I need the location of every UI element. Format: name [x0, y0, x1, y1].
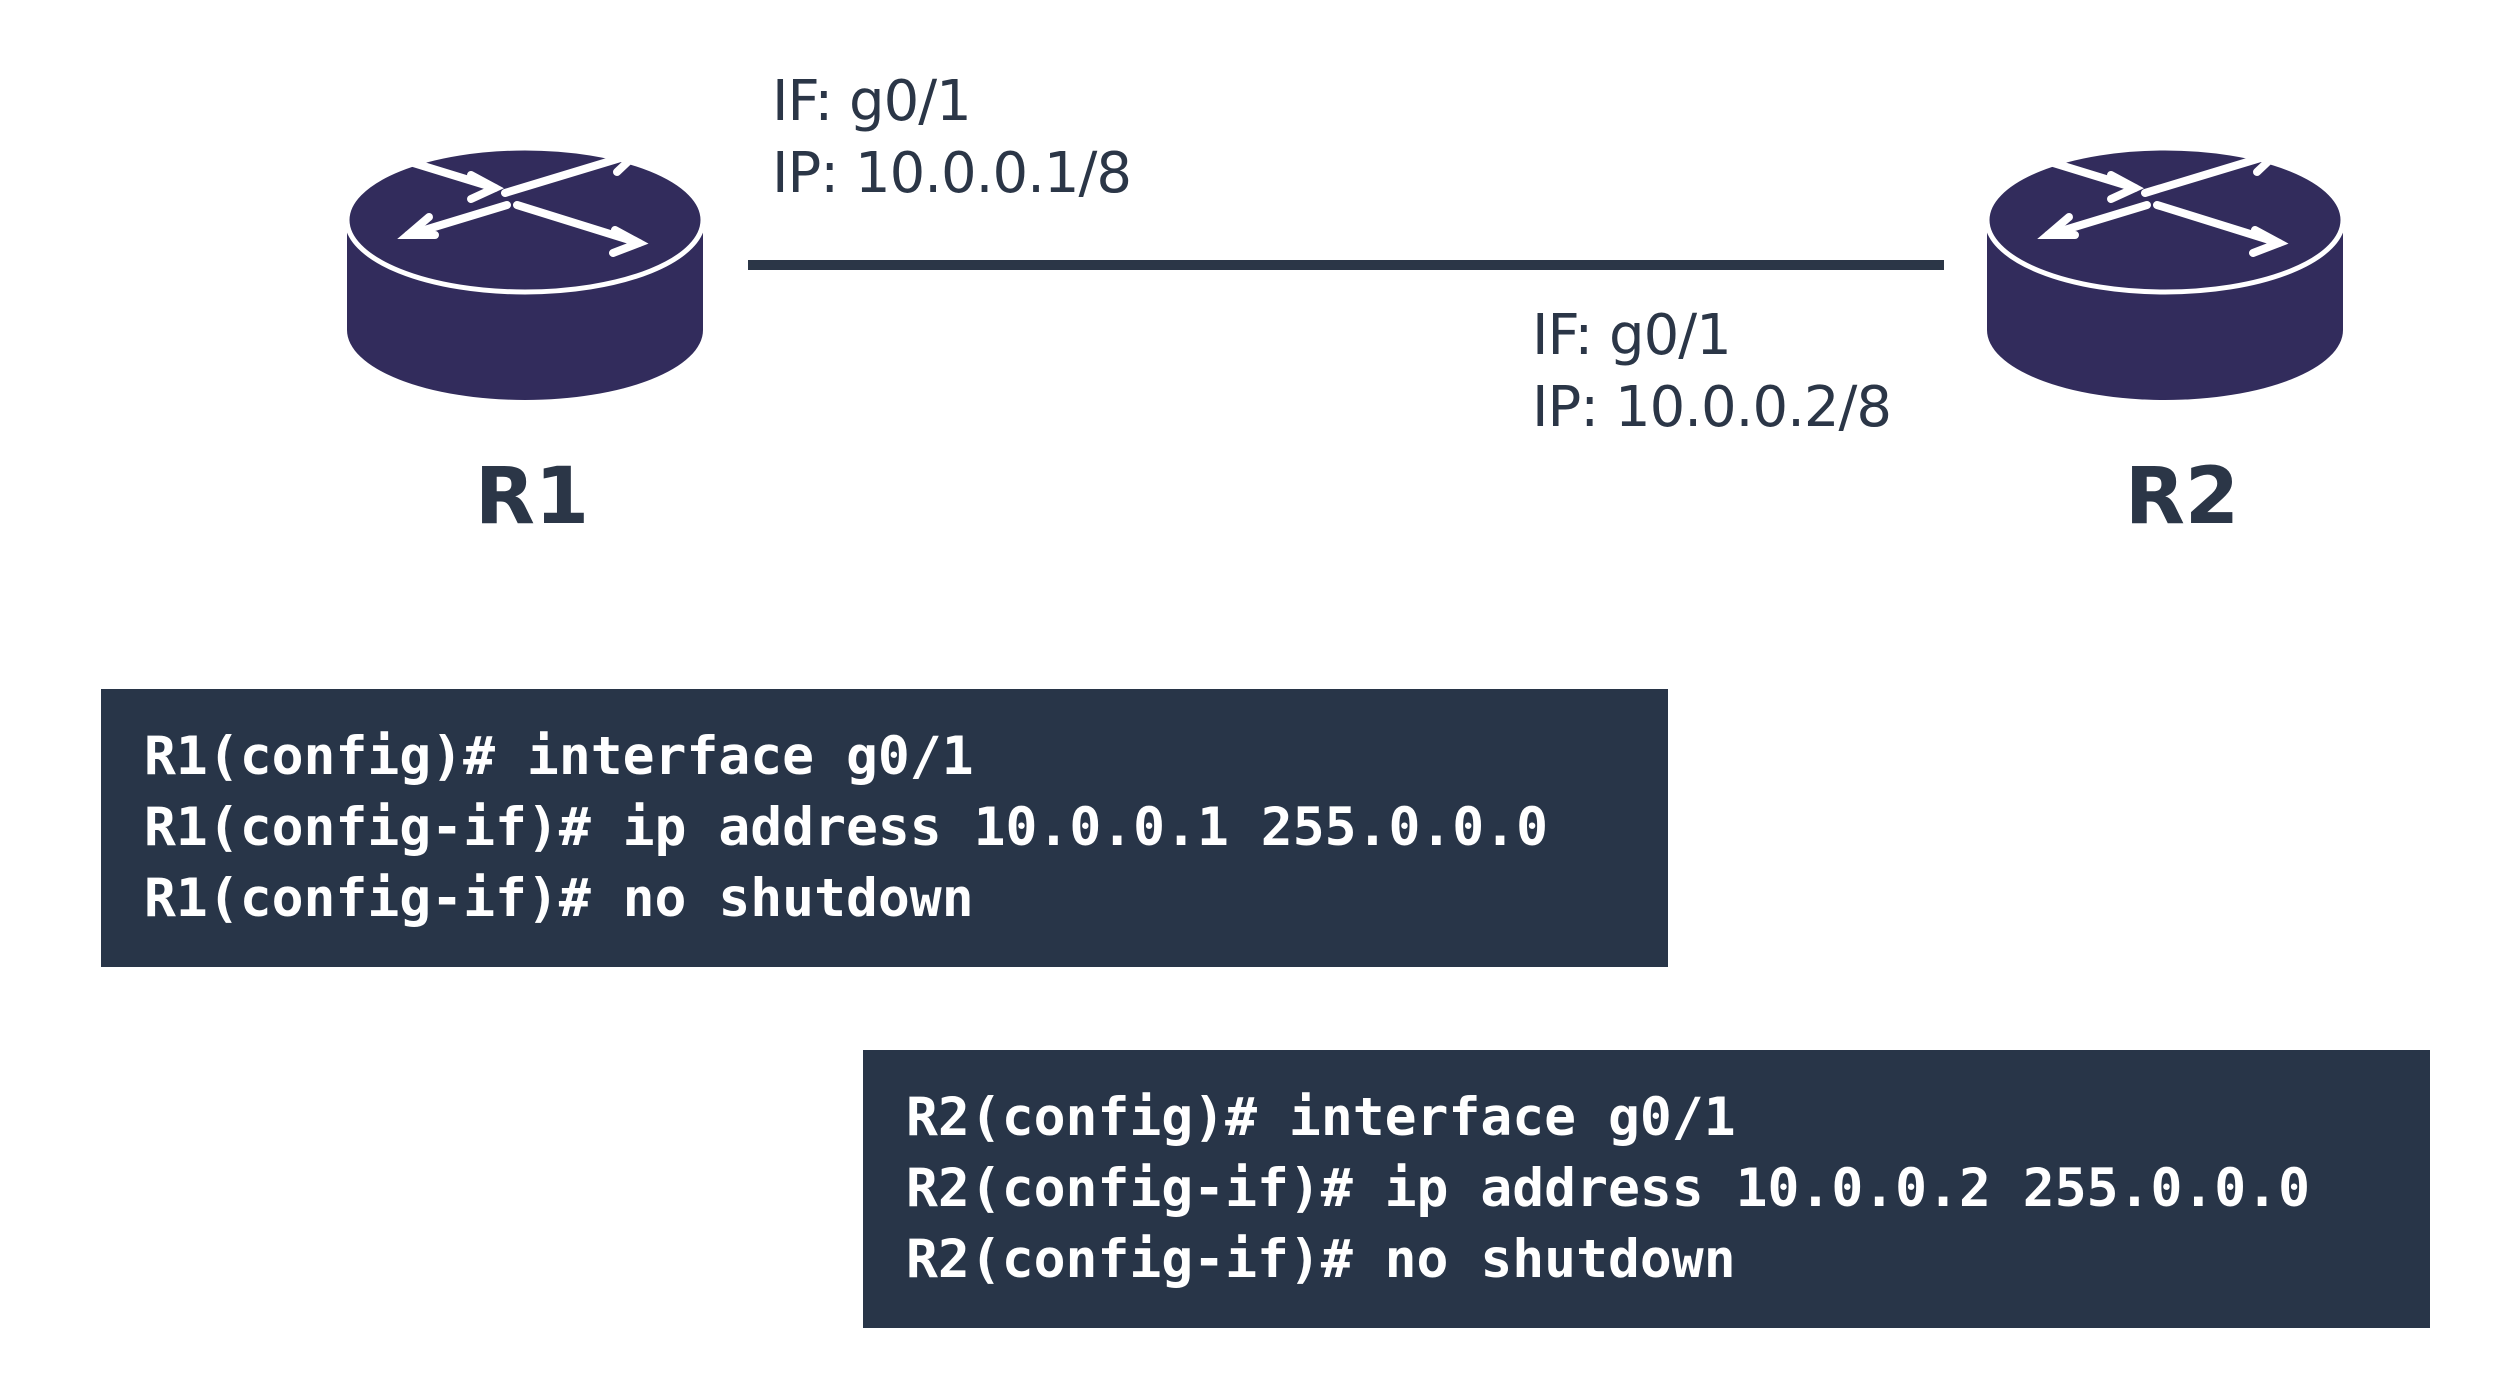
cli-line: R1(config-if)# no shutdown	[144, 868, 974, 929]
router-r2-label: R2	[2124, 452, 2240, 542]
r1-ip-label: IP: 10.0.0.1/8	[772, 141, 1132, 206]
cli-line: R1(config)# interface g0/1	[144, 726, 974, 787]
r1-interface-info: IF: g0/1 IP: 10.0.0.1/8	[772, 66, 1132, 210]
r2-interface-label: IF: g0/1	[1532, 303, 1732, 368]
r2-interface-info: IF: g0/1 IP: 10.0.0.2/8	[1532, 300, 1892, 444]
r2-cli-block: R2(config)# interface g0/1 R2(config-if)…	[863, 1050, 2430, 1328]
router-r2-icon	[1984, 125, 2346, 415]
cli-line: R2(config-if)# ip address 10.0.0.2 255.0…	[906, 1158, 2310, 1219]
router-r1-icon	[344, 125, 706, 415]
cli-line: R1(config-if)# ip address 10.0.0.1 255.0…	[144, 797, 1548, 858]
cli-line: R2(config)# interface g0/1	[906, 1087, 1736, 1148]
cli-line: R2(config-if)# no shutdown	[906, 1229, 1736, 1290]
r2-ip-label: IP: 10.0.0.2/8	[1532, 375, 1892, 440]
r1-interface-label: IF: g0/1	[772, 69, 972, 134]
router-r1-label: R1	[474, 452, 590, 542]
link-r1-r2	[748, 260, 1944, 270]
r1-cli-block: R1(config)# interface g0/1 R1(config-if)…	[101, 689, 1668, 967]
